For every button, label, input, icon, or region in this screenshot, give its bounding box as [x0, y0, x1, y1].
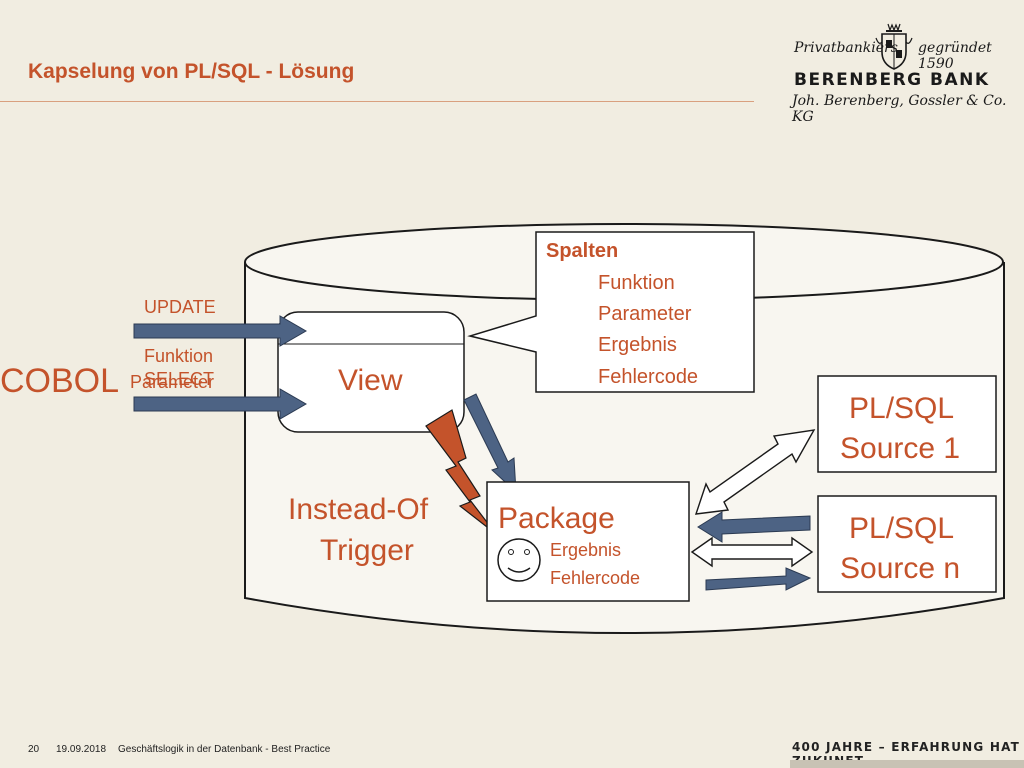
package-source1-double-arrow: [694, 429, 816, 515]
package-item-fehlercode: Fehlercode: [550, 568, 640, 588]
slide-footer: 20 19.09.2018 Geschäftslogik in der Date…: [0, 740, 1024, 768]
bank-logo: Privatbankiers gegründet 1590 BERENBERG …: [780, 20, 1010, 125]
update-label: UPDATE: [144, 297, 216, 317]
select-arrow: [133, 388, 308, 420]
logo-tagline-left: Privatbankiers: [794, 40, 898, 56]
source-1-label-line1: PL/SQL: [849, 392, 954, 425]
source-n-box: [817, 495, 997, 593]
sourcen-to-package-arrow: [697, 511, 811, 543]
trigger-label-line1: Instead-Of: [288, 493, 429, 526]
source-n-label-line2: Source n: [840, 552, 960, 585]
footer-date: 19.09.2018: [56, 744, 107, 755]
callout-header: Spalten: [546, 240, 618, 262]
trigger-label-line2: Trigger: [320, 534, 414, 567]
funktion-label: Funktion: [144, 346, 213, 366]
footer-page-number: 20: [28, 744, 40, 755]
cobol-label: COBOL: [0, 362, 119, 400]
smiley-icon: [497, 538, 541, 582]
view-label: View: [338, 364, 403, 397]
logo-bank-subtitle: Joh. Berenberg, Gossler & Co. KG: [792, 93, 1007, 125]
package-title: Package: [498, 502, 615, 535]
callout-item-fehlercode: Fehlercode: [598, 366, 698, 388]
footer-bar: [790, 760, 1024, 768]
view-to-package-arrow: [463, 393, 517, 494]
callout-item-funktion: Funktion: [598, 272, 675, 294]
source-1-box: [817, 375, 997, 473]
source-1-label-line2: Source 1: [840, 432, 960, 465]
columns-callout: [467, 231, 755, 393]
footer-subject: Geschäftslogik in der Datenbank - Best P…: [118, 744, 331, 755]
source-n-label-line1: PL/SQL: [849, 512, 954, 545]
update-arrow: [133, 315, 308, 347]
bank-crest-icon: [875, 23, 913, 70]
title-divider: [0, 101, 754, 102]
package-item-ergebnis: Ergebnis: [550, 540, 621, 560]
select-label: SELECT: [144, 369, 214, 389]
logo-tagline-right: gegründet 1590: [918, 40, 992, 72]
lightning-bolt-icon: [425, 409, 497, 535]
logo-bank-name: BERENBERG BANK: [794, 70, 990, 90]
view-box: [277, 311, 465, 433]
callout-item-ergebnis: Ergebnis: [598, 334, 677, 356]
callout-item-parameter: Parameter: [598, 303, 692, 325]
slide-title: Kapselung von PL/SQL - Lösung: [28, 60, 355, 83]
package-sourcen-double-arrow: [690, 536, 814, 568]
parameter-label: Parameter: [130, 372, 214, 392]
package-to-sourcen-arrow: [705, 567, 812, 591]
